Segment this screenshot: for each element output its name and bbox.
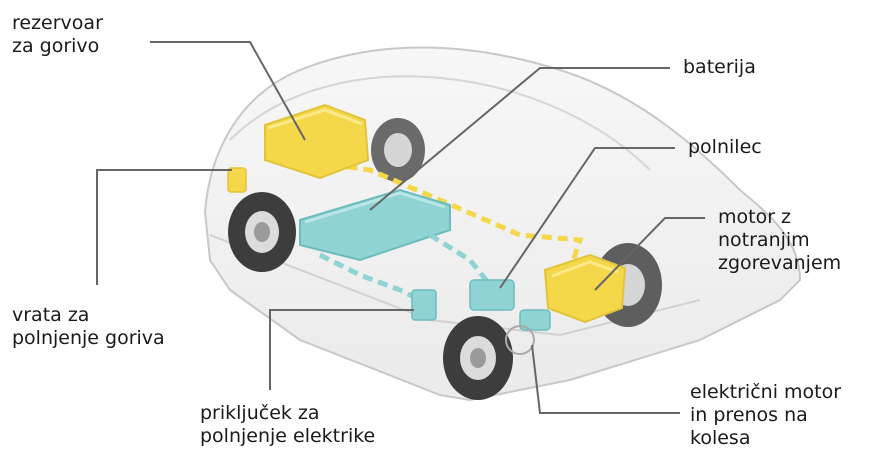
label-battery: baterija [683,56,756,79]
combustion-engine [545,255,625,322]
label-fuel-door: vrata za polnjenje goriva [12,304,165,350]
charge-port [412,290,436,320]
wheel-front-left [443,316,513,400]
label-charger: polnilec [688,136,762,159]
charger-unit [470,280,514,310]
label-fuel-tank: rezervoar za gorivo [12,12,103,58]
label-electric-motor: električni motor in prenos na kolesa [690,381,841,450]
label-combustion-engine: motor z notranjim zgorevanjem [718,206,841,275]
wheel-rear-left [228,192,296,272]
label-charge-port: priključek za polnjenje elektrike [200,402,375,448]
fuel-filler-door [228,168,246,192]
